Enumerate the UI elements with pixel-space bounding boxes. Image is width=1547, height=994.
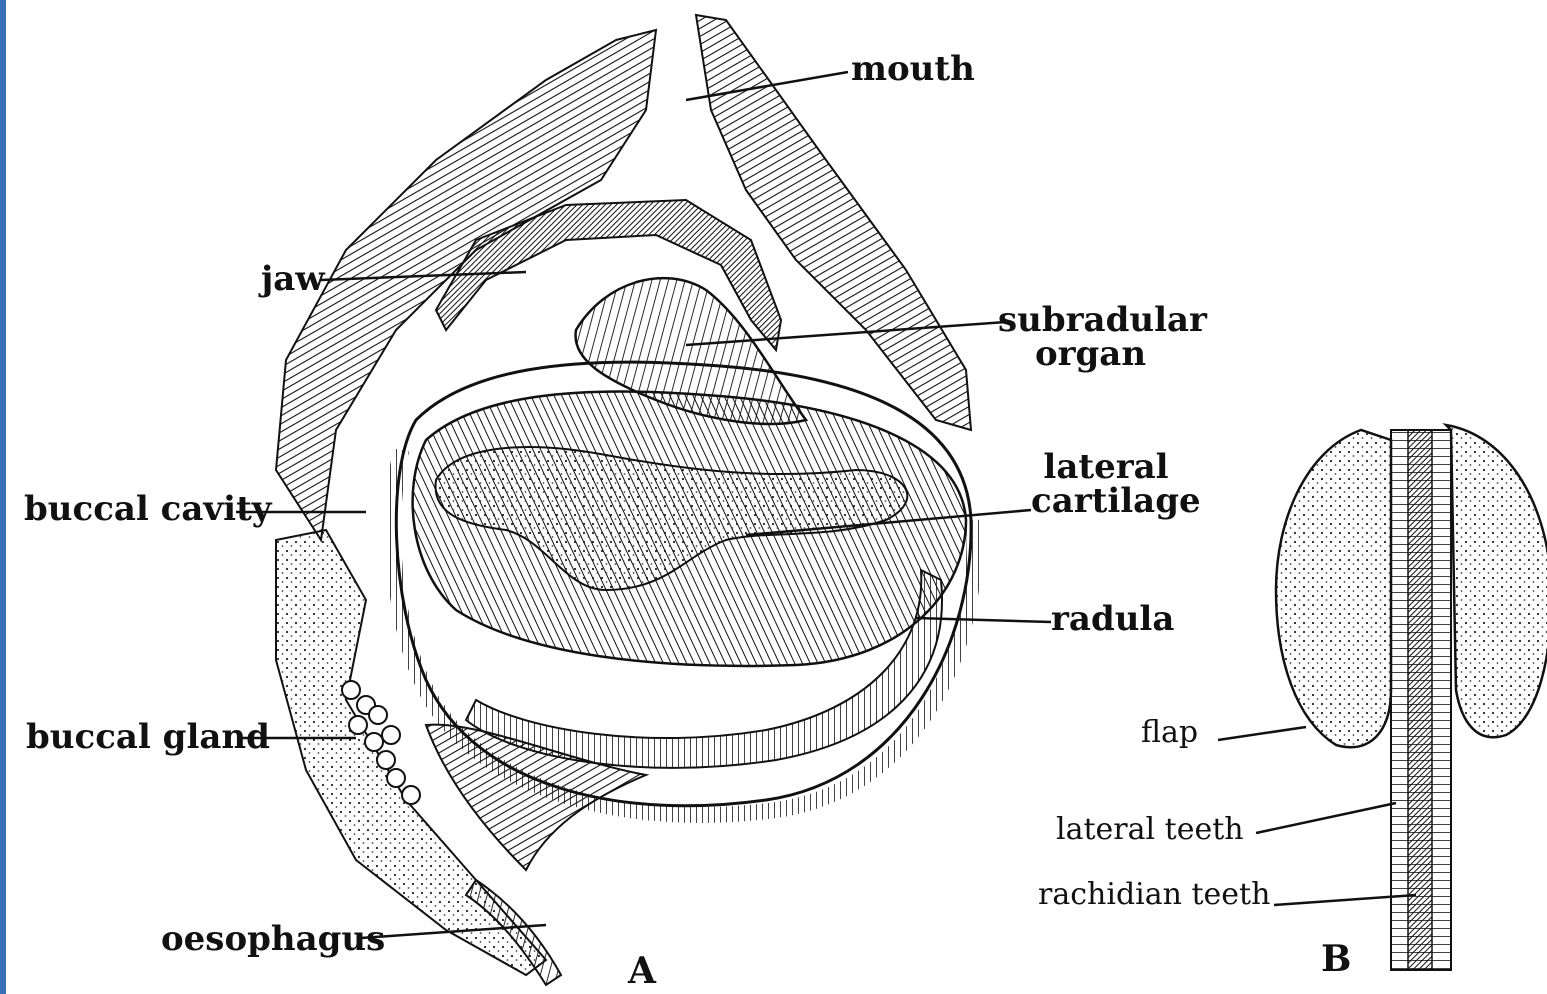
label-jaw: jaw: [261, 262, 325, 296]
label-subradular-organ: subradular organ: [998, 303, 1183, 371]
label-lateral-cartilage: lateral cartilage: [1031, 450, 1181, 518]
leader-lateral-cartilage: [746, 510, 1031, 535]
label-lateral-teeth: lateral teeth: [1056, 815, 1244, 845]
leader-radula: [916, 618, 1051, 622]
label-radula: radula: [1051, 602, 1174, 636]
leader-subradular: [686, 322, 1006, 345]
label-buccal-cavity: buccal cavity: [24, 492, 272, 526]
label-oesophagus: oesophagus: [161, 922, 385, 956]
leader-jaw: [321, 272, 526, 280]
leader-flap: [1218, 727, 1306, 740]
label-flap: flap: [1141, 718, 1198, 748]
leader-oesophagus: [361, 925, 546, 938]
leader-rachidian-teeth: [1274, 895, 1416, 905]
leader-mouth: [686, 72, 848, 100]
label-buccal-gland: buccal gland: [26, 720, 270, 754]
label-mouth: mouth: [851, 52, 975, 86]
leader-lateral-teeth: [1256, 803, 1396, 833]
figure-label-a: A: [628, 950, 656, 992]
label-rachidian-teeth: rachidian teeth: [1038, 880, 1270, 910]
figure-label-b: B: [1321, 938, 1351, 980]
